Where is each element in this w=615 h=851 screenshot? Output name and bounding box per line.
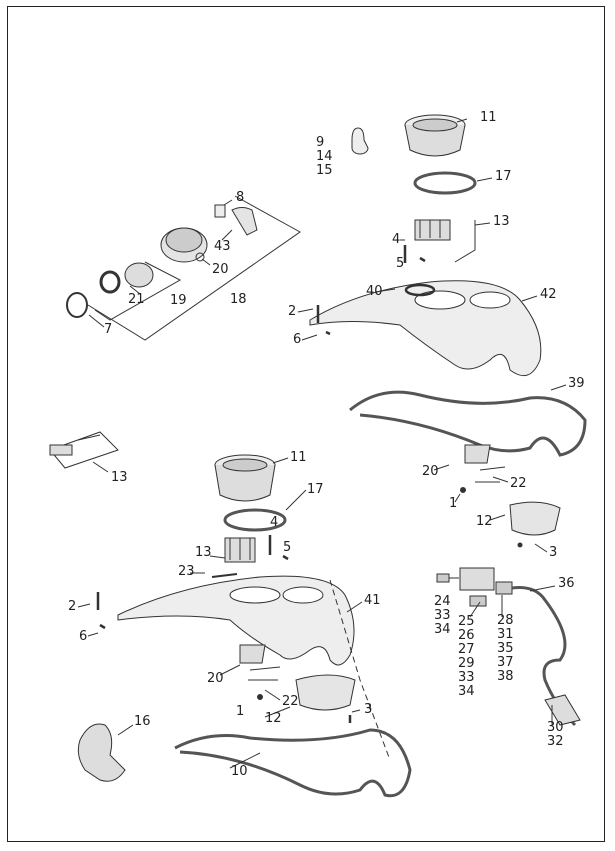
callout-20: 20 [422, 464, 439, 479]
gauge-upper [404, 114, 466, 157]
callout-17: 17 [307, 482, 324, 497]
callout-13-fuse: 13 [111, 470, 128, 485]
seal-10 [174, 728, 412, 798]
gasket-17-lower [223, 508, 287, 532]
callout-10: 10 [231, 764, 248, 779]
callout: 27 [458, 642, 475, 657]
cover-12-lower [295, 674, 356, 711]
callout-20: 20 [212, 262, 229, 277]
callout-43: 43 [214, 239, 231, 254]
callout-17: 17 [495, 169, 512, 184]
callout-2: 2 [68, 599, 77, 614]
callout: 26 [458, 628, 475, 643]
bracket-19 [94, 261, 182, 321]
callout: 25 [458, 614, 475, 629]
callout-group-28: 28 31 35 37 38 [497, 614, 514, 684]
diagram-border [7, 6, 605, 842]
callout: 38 [497, 669, 514, 684]
callout-4: 4 [392, 232, 401, 247]
callout-4: 4 [270, 515, 279, 530]
callout: 35 [497, 641, 514, 656]
callout-5: 5 [283, 540, 292, 555]
callout-12: 12 [476, 514, 493, 529]
callout-19: 19 [170, 293, 187, 308]
callout-9-14-15: 9 14 15 [316, 136, 333, 178]
callout-3: 3 [549, 545, 558, 560]
tab-9 [351, 127, 369, 155]
callout: 30 [547, 720, 564, 735]
callout-1: 1 [449, 496, 458, 511]
callout: 31 [497, 627, 514, 642]
callout-11: 11 [290, 450, 307, 465]
callout-41: 41 [364, 593, 381, 608]
harness-16 [77, 723, 126, 782]
callout-21: 21 [128, 292, 145, 307]
callout-22: 22 [282, 694, 299, 709]
callout: 32 [547, 734, 564, 749]
callout-13: 13 [195, 545, 212, 560]
callout-group-24: 24 33 34 [434, 595, 451, 637]
callout-23: 23 [178, 564, 195, 579]
callout: 34 [434, 622, 451, 637]
callout-group-25: 25 26 27 29 33 34 [458, 615, 475, 699]
callout-7: 7 [104, 322, 113, 337]
callout: 33 [434, 608, 451, 623]
harness-36 [511, 586, 577, 727]
cover-12 [509, 501, 561, 536]
callout: 37 [497, 655, 514, 670]
gasket-17-upper [413, 171, 477, 195]
callout-2: 2 [288, 304, 297, 319]
callout-1: 1 [236, 704, 245, 719]
callout-11: 11 [480, 110, 497, 125]
fuse-block-13-upper [414, 219, 451, 241]
callout-42: 42 [540, 287, 557, 302]
callout-6: 6 [293, 332, 302, 347]
callout-6: 6 [79, 629, 88, 644]
bracket-18 [87, 195, 301, 341]
callout-36: 36 [558, 576, 575, 591]
callout: 9 [316, 135, 325, 150]
callout: 15 [316, 163, 333, 178]
callout: 33 [458, 670, 475, 685]
callout: 29 [458, 656, 475, 671]
callout-20: 20 [207, 671, 224, 686]
callout-18: 18 [230, 292, 247, 307]
callout-22: 22 [510, 476, 527, 491]
callout: 28 [497, 613, 514, 628]
callout-16: 16 [134, 714, 151, 729]
callout-39: 39 [568, 376, 585, 391]
callout: 34 [458, 684, 475, 699]
callout-12: 12 [265, 711, 282, 726]
callout-8: 8 [236, 190, 245, 205]
callout-5: 5 [396, 256, 405, 271]
callout-group-30: 30 32 [547, 721, 564, 749]
callout: 14 [316, 149, 333, 164]
callout-3: 3 [364, 702, 373, 717]
callout-40: 40 [366, 284, 383, 299]
callout: 24 [434, 594, 451, 609]
callout-13: 13 [493, 214, 510, 229]
